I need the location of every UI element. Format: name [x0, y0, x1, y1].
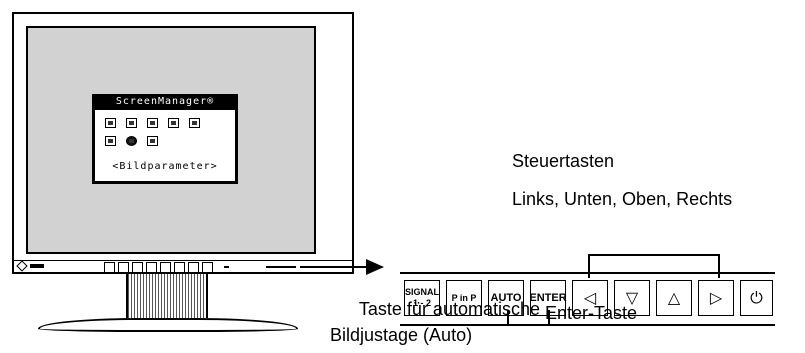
screenmanager-panel: <Bildparameter>: [95, 110, 235, 181]
right-arrow-icon: ▷: [709, 289, 723, 307]
mini-button: [118, 262, 129, 273]
pinp-button[interactable]: P in P: [446, 280, 482, 316]
screen-settings-icon: [105, 118, 116, 128]
bracket-top-line: [588, 254, 720, 256]
auto-button-callout-line1: Taste für automatische: [358, 299, 540, 319]
mini-button: [132, 262, 143, 273]
mini-button: [202, 262, 213, 273]
auto-button-callout-line2: Bildjustage (Auto): [330, 325, 473, 345]
power-icon: ⏻: [750, 289, 763, 307]
control-panel-slot: [266, 266, 296, 268]
auto-button[interactable]: AUTO: [488, 280, 524, 316]
screenmanager-selected-label: <Bildparameter>: [112, 161, 218, 172]
signal-label: SIGNAL: [405, 287, 440, 297]
enter-label: ENTER: [529, 291, 567, 304]
screenmanager-menu: ScreenManager® <Bildparameter>: [92, 94, 238, 184]
down-arrow-icon: ▽: [625, 289, 639, 307]
bracket-left-line: [588, 254, 590, 278]
auto-callout-line: [507, 310, 509, 324]
control-panel: SIGNAL 1 - 2 P in P AUTO ENTER ◁ ▽ △ ▷ ⏻: [400, 272, 775, 326]
mini-button: [188, 262, 199, 273]
enter-button-callout: Enter-Taste: [545, 303, 638, 323]
signal-button[interactable]: SIGNAL 1 - 2: [404, 280, 440, 316]
mini-button: [104, 262, 115, 273]
mini-button: [160, 262, 171, 273]
color-settings-icon: [126, 118, 137, 128]
power-button[interactable]: ⏻: [740, 280, 773, 316]
mini-button: [146, 262, 157, 273]
up-button[interactable]: △: [656, 280, 692, 316]
monitor-stand-neck: [126, 274, 208, 318]
direction-keys-label: Links, Unten, Oben, Rechts: [512, 189, 733, 209]
up-arrow-icon: △: [667, 289, 681, 307]
enter-callout-line: [548, 310, 550, 324]
bezel-bottom-line: [12, 260, 354, 261]
left-button[interactable]: ◁: [572, 280, 608, 316]
pip-settings-icon: [147, 118, 158, 128]
mini-button: [174, 262, 185, 273]
language-icon: [126, 136, 137, 146]
signal-number-label: 1 - 2: [412, 298, 431, 308]
exit-icon: [147, 136, 158, 146]
pinp-label: P in P: [451, 292, 477, 303]
down-button[interactable]: ▽: [614, 280, 650, 316]
power-indicator-led: [224, 266, 229, 268]
right-button[interactable]: ▷: [698, 280, 734, 316]
information-icon: [105, 136, 116, 146]
bracket-right-line: [718, 254, 720, 278]
sound-settings-icon: [168, 118, 179, 128]
others-icon: [189, 118, 200, 128]
screenmanager-title: ScreenManager®: [115, 96, 215, 107]
auto-label: AUTO: [490, 291, 522, 304]
left-arrow-icon: ◁: [583, 289, 597, 307]
logo-wordmark: [30, 264, 44, 268]
steuertasten-label: Steuertasten: [512, 151, 615, 171]
